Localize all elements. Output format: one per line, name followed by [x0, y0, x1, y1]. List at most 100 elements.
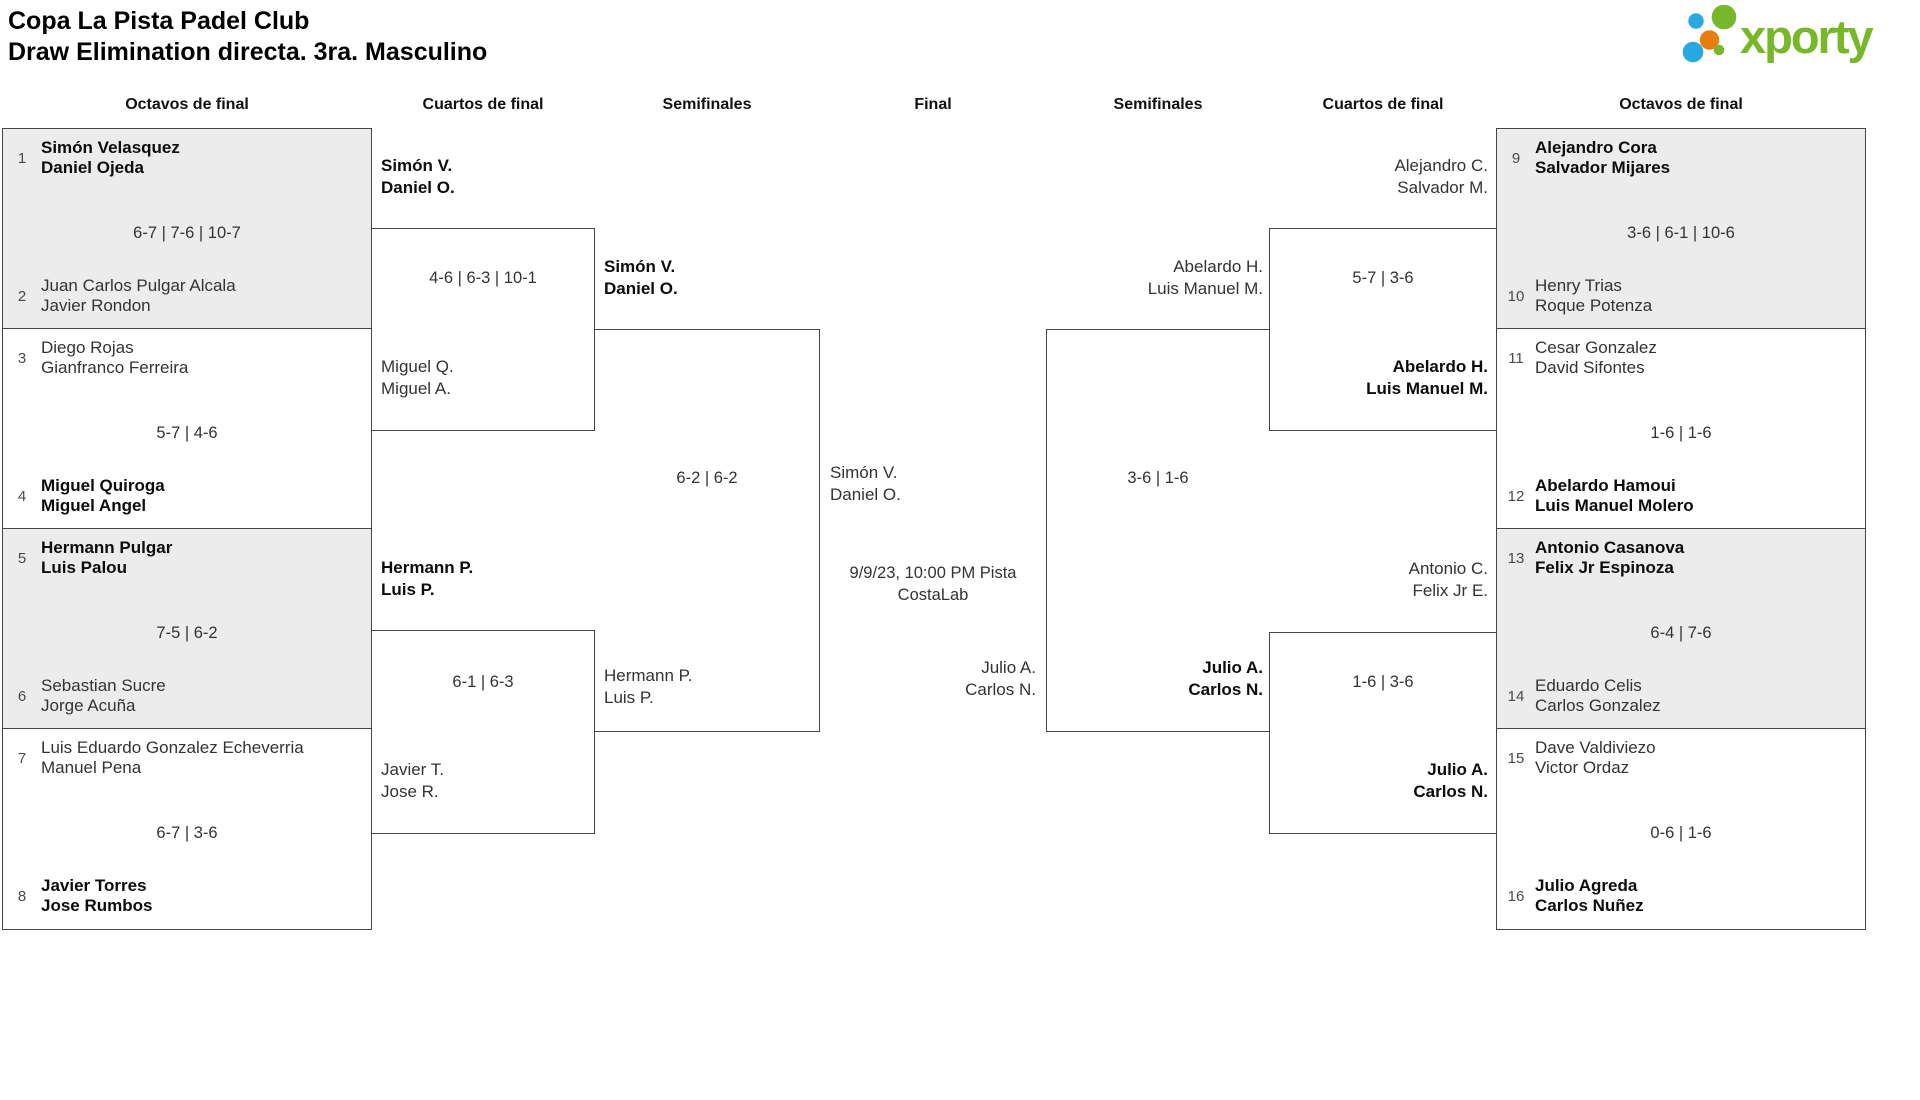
team-short-name: Alejandro C. — [1394, 156, 1488, 175]
player-name: Hermann Pulgar — [41, 538, 173, 557]
team-entry: 6 Sebastian Sucre Jorge Acuña — [11, 676, 166, 716]
final-bottom-team: Julio A. Carlos N. — [965, 657, 1036, 700]
cuartos-left-1-top-team: Simón V. Daniel O. — [381, 155, 455, 198]
team-names: Antonio Casanova Felix Jr Espinoza — [1535, 538, 1684, 578]
team-short-name: Abelardo H. — [1392, 357, 1488, 376]
team-names: Miguel Quiroga Miguel Angel — [41, 476, 165, 516]
octavos-left-match-3: 5 Hermann Pulgar Luis Palou 7-5 | 6-2 6 … — [3, 529, 371, 729]
semifinal-right-bottom-team: Julio A. Carlos N. — [1188, 657, 1263, 700]
cuartos-right-box-2 — [1269, 632, 1497, 834]
round-header-semifinales-right: Semifinales — [1113, 96, 1203, 113]
player-name: Miguel Angel — [41, 496, 147, 515]
final-top-team: Simón V. Daniel O. — [830, 462, 901, 505]
player-name: David Sifontes — [1535, 358, 1645, 377]
player-name: Dave Valdiviezo — [1535, 738, 1656, 757]
player-name: Manuel Pena — [41, 758, 142, 777]
final-schedule: 9/9/23, 10:00 PM Pista CostaLab — [820, 563, 1046, 606]
xporty-logo-icon: xporty — [1682, 4, 1876, 63]
team-short-name: Julio A. — [981, 658, 1036, 677]
player-name: Luis Palou — [41, 558, 127, 577]
team-short-name: Antonio C. — [1408, 559, 1488, 578]
seed-number: 8 — [17, 887, 27, 905]
seed-number: 12 — [1507, 487, 1525, 505]
player-name: Alejandro Cora — [1535, 138, 1657, 157]
octavos-right-match-4: 15 Dave Valdiviezo Victor Ordaz 0-6 | 1-… — [1497, 729, 1865, 929]
team-names: Diego Rojas Gianfranco Ferreira — [41, 338, 188, 378]
player-name: Abelardo Hamoui — [1535, 476, 1676, 495]
seed-number: 2 — [17, 287, 27, 305]
team-entry: 7 Luis Eduardo Gonzalez Echeverria Manue… — [11, 738, 304, 778]
seed-number: 9 — [1511, 149, 1521, 167]
cuartos-left-1-bottom-team: Miguel Q. Miguel A. — [381, 356, 454, 399]
player-name: Felix Jr Espinoza — [1535, 558, 1674, 577]
team-short-name: Luis P. — [604, 687, 654, 707]
team-short-name: Simón V. — [604, 257, 676, 276]
team-names: Javier Torres Jose Rumbos — [41, 876, 152, 916]
team-short-name: Carlos N. — [965, 679, 1036, 699]
cuartos-right-1-top-team: Alejandro C. Salvador M. — [1394, 155, 1488, 198]
player-name: Antonio Casanova — [1535, 538, 1685, 557]
seed-number: 16 — [1507, 887, 1525, 905]
player-name: Eduardo Celis — [1535, 676, 1642, 695]
team-entry: 10 Henry Trias Roque Potenza — [1505, 276, 1653, 316]
cuartos-left-box-2 — [371, 630, 595, 834]
seed-number: 14 — [1507, 687, 1525, 705]
player-name: Cesar Gonzalez — [1535, 338, 1657, 357]
seed-number: 13 — [1507, 549, 1525, 567]
cuartos-left-2-top-team: Hermann P. Luis P. — [381, 557, 473, 600]
cuartos-left-1-score: 4-6 | 6-3 | 10-1 — [429, 269, 537, 287]
cuartos-right-1-score: 5-7 | 3-6 — [1352, 269, 1414, 287]
cuartos-right-box-1 — [1269, 228, 1497, 431]
seed-number: 1 — [17, 149, 27, 167]
player-name: Miguel Quiroga — [41, 476, 165, 495]
team-entry: 5 Hermann Pulgar Luis Palou — [11, 538, 172, 578]
team-names: Cesar Gonzalez David Sifontes — [1535, 338, 1657, 378]
round-header-octavos-left: Octavos de final — [125, 96, 249, 113]
semifinal-right-score: 3-6 | 1-6 — [1127, 469, 1189, 487]
team-short-name: Daniel O. — [604, 278, 678, 298]
team-entry: 9 Alejandro Cora Salvador Mijares — [1505, 138, 1670, 178]
team-names: Sebastian Sucre Jorge Acuña — [41, 676, 166, 716]
semifinal-left-score: 6-2 | 6-2 — [676, 469, 738, 487]
team-short-name: Jose R. — [381, 781, 439, 801]
octavos-left-match-4: 7 Luis Eduardo Gonzalez Echeverria Manue… — [3, 729, 371, 929]
seed-number: 3 — [17, 349, 27, 367]
team-short-name: Julio A. — [1202, 658, 1263, 677]
seed-number: 15 — [1507, 749, 1525, 767]
team-entry: 13 Antonio Casanova Felix Jr Espinoza — [1505, 538, 1685, 578]
team-short-name: Simón V. — [830, 463, 898, 482]
team-entry: 3 Diego Rojas Gianfranco Ferreira — [11, 338, 189, 378]
seed-number: 10 — [1507, 287, 1525, 305]
cuartos-right-1-bottom-team: Abelardo H. Luis Manuel M. — [1366, 356, 1488, 399]
team-short-name: Daniel O. — [830, 484, 901, 504]
tournament-name: Copa La Pista Padel Club — [8, 7, 310, 35]
player-name: Luis Eduardo Gonzalez Echeverria — [41, 738, 304, 757]
page-title: Copa La Pista Padel Club Draw Eliminatio… — [8, 6, 487, 68]
cuartos-right-2-bottom-team: Julio A. Carlos N. — [1413, 759, 1488, 802]
team-entry: 1 Simón Velasquez Daniel Ojeda — [11, 138, 180, 178]
player-name: Henry Trias — [1535, 276, 1622, 295]
cuartos-right-2-score: 1-6 | 3-6 — [1352, 673, 1414, 691]
player-name: Victor Ordaz — [1535, 758, 1630, 777]
player-name: Javier Torres — [41, 876, 147, 895]
player-name: Sebastian Sucre — [41, 676, 166, 695]
player-name: Carlos Gonzalez — [1535, 696, 1661, 715]
cuartos-right-2-top-team: Antonio C. Felix Jr E. — [1409, 558, 1488, 601]
team-short-name: Daniel O. — [381, 177, 455, 197]
team-short-name: Hermann P. — [381, 558, 474, 577]
match-score: 5-7 | 4-6 — [156, 424, 218, 442]
team-names: Simón Velasquez Daniel Ojeda — [41, 138, 180, 178]
player-name: Carlos Nuñez — [1535, 896, 1644, 915]
octavos-right-match-2: 11 Cesar Gonzalez David Sifontes 1-6 | 1… — [1497, 329, 1865, 529]
xporty-logo[interactable]: xporty — [1680, 0, 1918, 70]
player-name: Daniel Ojeda — [41, 158, 144, 177]
team-short-name: Simón V. — [381, 156, 453, 175]
team-entry: 11 Cesar Gonzalez David Sifontes — [1505, 338, 1657, 378]
team-entry: 14 Eduardo Celis Carlos Gonzalez — [1505, 676, 1661, 716]
player-name: Juan Carlos Pulgar Alcala — [41, 276, 236, 295]
team-short-name: Hermann P. — [604, 666, 693, 685]
seed-number: 7 — [17, 749, 27, 767]
octavos-right-match-1: 9 Alejandro Cora Salvador Mijares 3-6 | … — [1497, 129, 1865, 329]
seed-number: 6 — [17, 687, 27, 705]
team-names: Luis Eduardo Gonzalez Echeverria Manuel … — [41, 738, 304, 778]
